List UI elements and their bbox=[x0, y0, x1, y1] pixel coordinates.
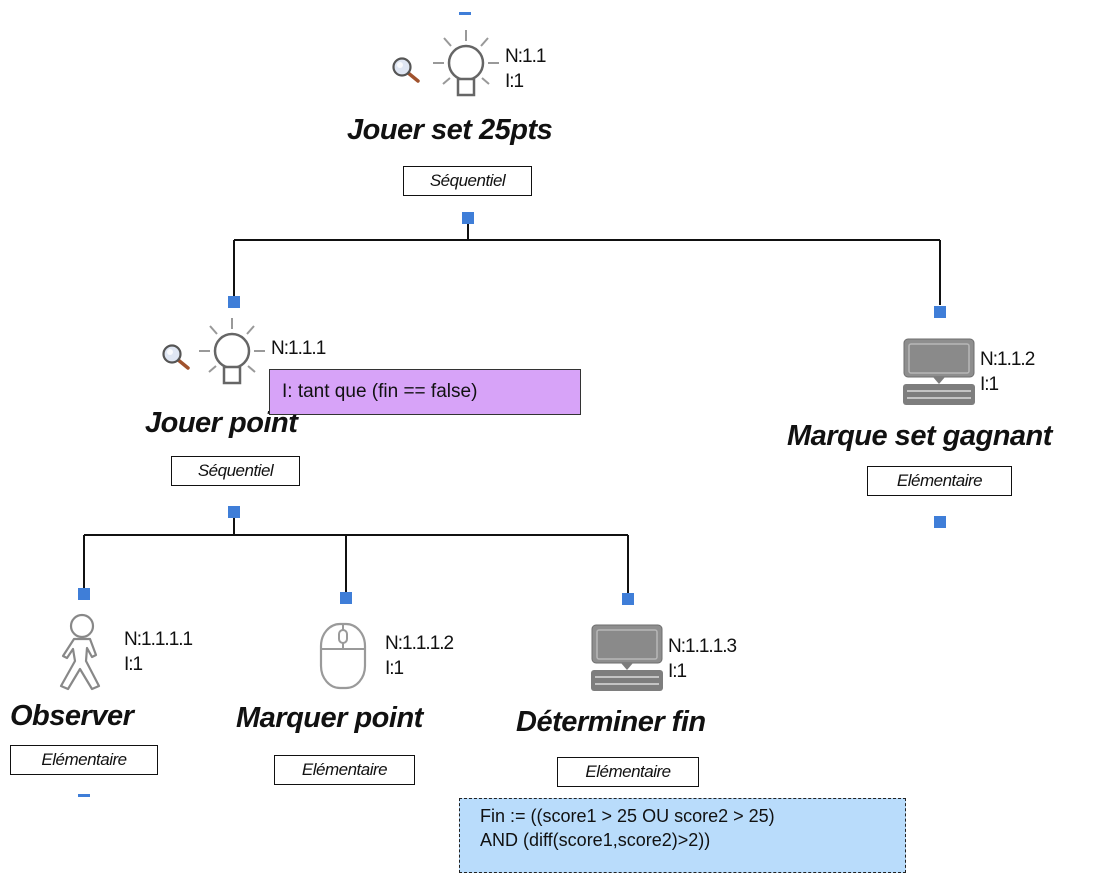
determiner-fin-top-port[interactable] bbox=[622, 593, 634, 605]
task-type-label[interactable]: Elémentaire bbox=[10, 745, 158, 775]
lightbulb-icon bbox=[196, 316, 268, 397]
person-icon bbox=[52, 611, 110, 696]
observer-top-port[interactable] bbox=[78, 588, 90, 600]
computer-icon bbox=[903, 338, 975, 411]
task-type-label[interactable]: Séquentiel bbox=[403, 166, 532, 196]
task-title[interactable]: Déterminer fin bbox=[516, 706, 706, 738]
root-bottom-port[interactable] bbox=[462, 212, 474, 224]
marquer-point-top-port[interactable] bbox=[340, 592, 352, 604]
task-iteration: I:1 bbox=[980, 374, 999, 395]
condition-line-1: Fin := ((score1 > 25 OU score2 > 25) bbox=[480, 806, 775, 826]
observer-bottom-port[interactable] bbox=[78, 794, 90, 797]
task-title[interactable]: Jouer set 25pts bbox=[347, 114, 553, 146]
marque-set-top-port[interactable] bbox=[934, 306, 946, 318]
marque-set-bottom-port[interactable] bbox=[934, 516, 946, 528]
task-id: N:1.1.1.1 bbox=[124, 629, 193, 650]
point-top-port[interactable] bbox=[228, 296, 240, 308]
task-type-label[interactable]: Séquentiel bbox=[171, 456, 300, 486]
magnifier-icon[interactable] bbox=[390, 55, 422, 92]
task-id: N:1.1.2 bbox=[980, 349, 1035, 370]
magnifier-icon[interactable] bbox=[160, 342, 192, 379]
lightbulb-icon bbox=[430, 28, 502, 109]
task-iteration: I:1 bbox=[385, 658, 404, 679]
condition-line-2: AND (diff(score1,score2)>2)) bbox=[480, 830, 711, 850]
task-type-label[interactable]: Elémentaire bbox=[867, 466, 1012, 496]
task-id: N:1.1.1 bbox=[271, 338, 326, 359]
iteration-note[interactable]: I: tant que (fin == false) bbox=[269, 369, 581, 415]
task-id: N:1.1.1.2 bbox=[385, 633, 454, 654]
task-title[interactable]: Marquer point bbox=[236, 702, 423, 734]
task-iteration: I:1 bbox=[668, 661, 687, 682]
task-type-label[interactable]: Elémentaire bbox=[557, 757, 699, 787]
condition-note[interactable]: Fin := ((score1 > 25 OU score2 > 25) AND… bbox=[459, 798, 906, 873]
task-id: N:1.1 bbox=[505, 46, 546, 67]
root-top-port[interactable] bbox=[459, 12, 471, 15]
computer-icon bbox=[591, 624, 663, 697]
mouse-icon bbox=[318, 621, 368, 696]
task-id: N:1.1.1.3 bbox=[668, 636, 737, 657]
task-title[interactable]: Marque set gagnant bbox=[787, 420, 1052, 452]
task-iteration: I:1 bbox=[124, 654, 143, 675]
task-type-label[interactable]: Elémentaire bbox=[274, 755, 415, 785]
task-iteration: I:1 bbox=[505, 71, 524, 92]
task-title[interactable]: Observer bbox=[10, 700, 134, 732]
point-bottom-port[interactable] bbox=[228, 506, 240, 518]
